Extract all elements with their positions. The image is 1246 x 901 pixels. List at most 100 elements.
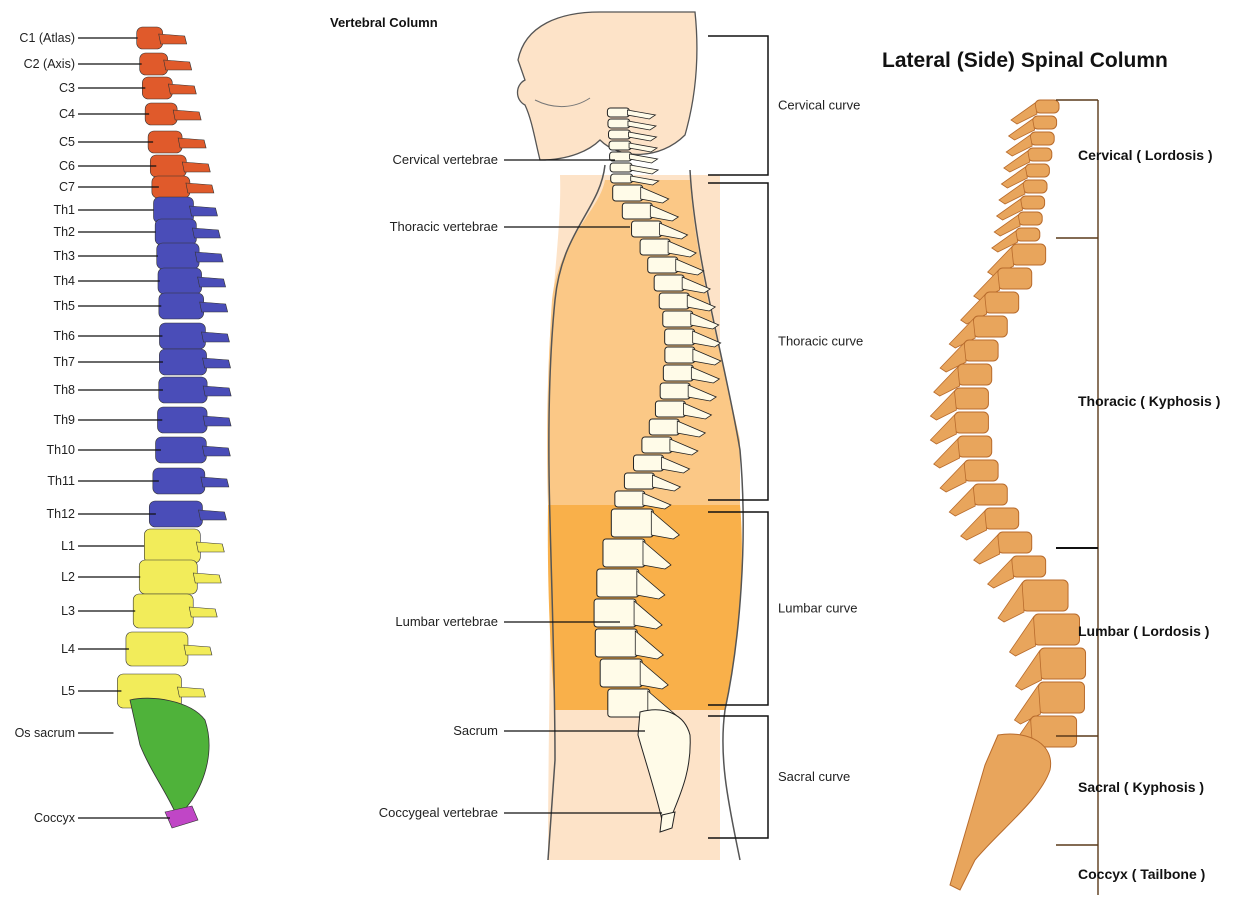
spinous-process-th11 <box>201 477 229 487</box>
vertebra <box>597 569 639 597</box>
spinous-process-th1 <box>190 206 218 216</box>
spinous-process-th6 <box>201 332 229 342</box>
label-thoracic-vertebrae: Thoracic vertebrae <box>390 219 498 234</box>
coccyx-shape <box>165 806 198 828</box>
label-c5: C5 <box>59 135 75 149</box>
vertebra <box>610 163 632 172</box>
vertebra-c5 <box>148 131 182 153</box>
spinous-process-c6 <box>182 162 210 172</box>
vertebra-l2 <box>139 560 197 594</box>
lateral-vertebra <box>1035 100 1059 113</box>
vertebra <box>615 491 645 507</box>
vertebra-th6 <box>159 323 205 349</box>
label-c3: C3 <box>59 81 75 95</box>
label-th11: Th11 <box>47 474 75 488</box>
lateral-vertebra <box>1040 648 1086 679</box>
spinous-process-l2 <box>193 573 221 583</box>
label-th7: Th7 <box>53 355 75 369</box>
lateral-spinous-process <box>940 463 966 492</box>
spinous-process-c5 <box>178 138 206 148</box>
label-lumbar-lordosis: Lumbar ( Lordosis ) <box>1078 623 1209 639</box>
label-coccyx-tailbone: Coccyx ( Tailbone ) <box>1078 866 1205 882</box>
lateral-vertebra <box>954 412 988 433</box>
vertebra <box>660 383 690 399</box>
lateral-vertebra <box>1016 228 1040 241</box>
spinous-process <box>630 154 658 163</box>
lateral-spinous-process <box>998 583 1024 622</box>
lateral-spinous-process <box>961 511 987 540</box>
label-thoracic-curve: Thoracic curve <box>778 334 863 349</box>
vertebra <box>640 239 670 255</box>
vertebra <box>613 185 643 201</box>
vertebra <box>609 141 631 150</box>
lateral-spinous-process <box>949 487 975 516</box>
label-th8: Th8 <box>53 383 75 397</box>
lateral-vertebra <box>1023 180 1047 193</box>
skull-outline <box>518 12 697 160</box>
vertebra-th7 <box>159 349 206 375</box>
label-th1: Th1 <box>53 203 75 217</box>
lateral-vertebra <box>1038 682 1084 713</box>
vertebra-c2-axis <box>140 53 168 75</box>
label-c2-axis: C2 (Axis) <box>24 57 75 71</box>
vertebra <box>608 119 630 128</box>
spinous-process-l5 <box>177 687 205 697</box>
spinous-process-c7 <box>186 183 214 193</box>
lateral-vertebra <box>1025 164 1049 177</box>
lateral-vertebra <box>964 340 998 361</box>
spinous-process-l3 <box>189 607 217 617</box>
label-l1: L1 <box>61 539 75 553</box>
spinous-process-th3 <box>195 252 223 262</box>
lateral-spinous-process <box>1016 651 1042 690</box>
vertebra <box>649 419 679 435</box>
spinous-process-c3 <box>168 84 196 94</box>
label-c4: C4 <box>59 107 75 121</box>
colored-spine-bones <box>117 27 231 828</box>
vertebra-th2 <box>155 219 196 245</box>
lateral-vertebra <box>973 316 1007 337</box>
lateral-vertebra <box>1021 196 1045 209</box>
lateral-vertebra <box>954 388 988 409</box>
label-l3: L3 <box>61 604 75 618</box>
vertebra <box>609 130 631 139</box>
label-th6: Th6 <box>53 329 75 343</box>
lateral-vertebra <box>1033 116 1057 129</box>
label-l4: L4 <box>61 642 75 656</box>
vertebra <box>663 365 693 381</box>
spinous-process-th10 <box>202 446 230 456</box>
lateral-vertebra <box>985 292 1019 313</box>
lateral-vertebra <box>1012 556 1046 577</box>
label-th9: Th9 <box>53 413 75 427</box>
vertebra <box>603 539 645 567</box>
label-l2: L2 <box>61 570 75 584</box>
vertebral-column-title: Vertebral Column <box>330 15 438 30</box>
lateral-vertebra <box>1034 614 1080 645</box>
lateral-spinous-process <box>988 559 1014 588</box>
vertebra-th11 <box>153 468 205 494</box>
label-th12: Th12 <box>47 507 76 521</box>
label-c6: C6 <box>59 159 75 173</box>
vertebra <box>622 203 652 219</box>
spinous-process-th2 <box>192 228 220 238</box>
lateral-vertebra <box>958 364 992 385</box>
lateral-spine-panel: Lateral (Side) Spinal Column Cervical ( … <box>880 0 1246 901</box>
label-th3: Th3 <box>53 249 75 263</box>
vertebra-th4 <box>158 268 202 294</box>
lateral-spinous-process <box>974 535 1000 564</box>
vertebra <box>659 293 689 309</box>
vertebra <box>648 257 678 273</box>
spinous-process-c2-axis <box>164 60 192 70</box>
vertebra-th5 <box>159 293 204 319</box>
vertebra-l1 <box>144 529 200 563</box>
vertebra <box>642 437 672 453</box>
vertebra-th8 <box>159 377 207 403</box>
label-c1-atlas: C1 (Atlas) <box>19 31 75 45</box>
sacrum-shape <box>130 698 209 813</box>
label-cervical-vertebrae: Cervical vertebrae <box>393 152 499 167</box>
label-l5: L5 <box>61 684 75 698</box>
vertebra <box>611 509 653 537</box>
vertebra-l4 <box>126 632 188 666</box>
vertebra <box>600 659 642 687</box>
lateral-vertebra <box>998 268 1032 289</box>
